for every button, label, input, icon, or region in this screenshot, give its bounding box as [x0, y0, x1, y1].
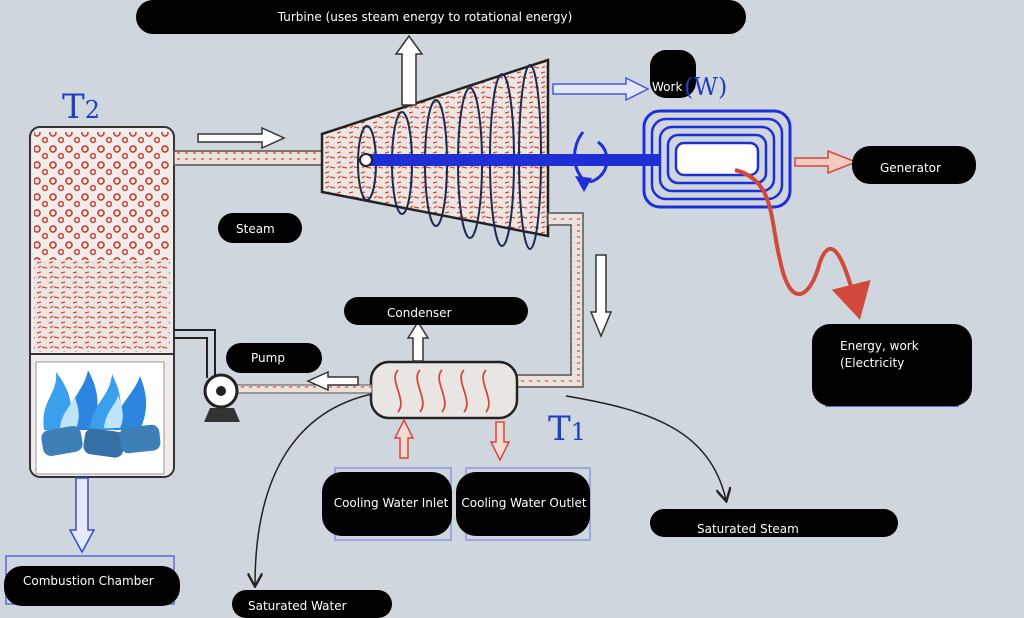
condenser-label: Condenser	[387, 306, 452, 320]
saturated-steam-callout-line	[565, 395, 726, 500]
label-blobs	[4, 0, 976, 618]
generator	[642, 109, 792, 209]
t2-label: T2	[62, 87, 100, 127]
combustion-chamber-label: Combustion Chamber	[23, 574, 154, 588]
t2-label-sub: 2	[85, 96, 100, 124]
work-arrow-icon	[552, 76, 650, 102]
work-symbol-label: (W)	[684, 73, 727, 101]
saturated-water-label: Saturated Water	[248, 599, 347, 613]
saturated-steam-label: Saturated Steam	[697, 522, 799, 536]
turbine-exhaust-arrow-icon	[394, 34, 424, 106]
generator-arrow-icon	[794, 149, 859, 175]
condenser-arrow-icon	[406, 320, 430, 362]
saturated-water-callout-line	[255, 393, 373, 585]
t1-label: T1	[548, 409, 586, 449]
steam-flow-arrow-icon	[197, 126, 286, 150]
condenser	[369, 360, 519, 420]
energy-label-line2: (Electricity	[840, 356, 904, 370]
steam-pipe	[173, 150, 325, 166]
steam-label: Steam	[236, 222, 275, 236]
t1-label-sub: 1	[571, 418, 586, 446]
exhaust-flow-arrow-icon	[589, 254, 613, 338]
burner-flame-icon	[41, 370, 161, 458]
t1-label-main: T	[548, 409, 571, 449]
generator-label: Generator	[880, 161, 941, 175]
return-flow-arrow-icon	[306, 370, 359, 392]
exhaust-pipe	[515, 212, 584, 388]
t2-label-main: T	[62, 87, 85, 127]
cooling-inlet-label: Cooling Water Inlet	[334, 496, 449, 510]
cooling-water-outlet-arrow-icon	[489, 421, 511, 462]
pump-icon	[203, 373, 240, 422]
pump-label: Pump	[251, 351, 285, 365]
energy-label-line1: Energy, work	[840, 339, 919, 353]
turbine-shaft	[359, 153, 660, 167]
rotation-arrow-icon	[573, 131, 609, 192]
cooling-outlet-label: Cooling Water Outlet	[461, 496, 587, 510]
cooling-water-inlet-arrow-icon	[393, 418, 415, 459]
combustion-arrow-icon	[68, 477, 96, 554]
turbine-label: Turbine (uses steam energy to rotational…	[277, 10, 573, 24]
electricity-arrow-icon	[734, 168, 871, 320]
work-label: Work	[652, 80, 682, 94]
